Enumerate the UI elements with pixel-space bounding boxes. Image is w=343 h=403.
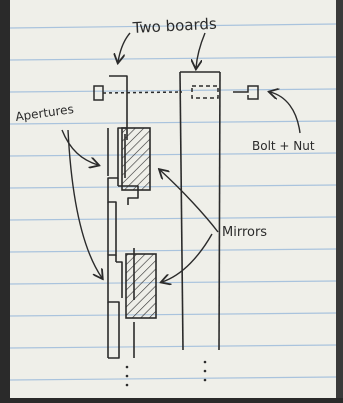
- photo-right-shadow: [336, 0, 343, 398]
- bolt-nut-label: Bolt + Nut: [252, 139, 315, 153]
- photo-left-shadow: [0, 0, 10, 398]
- mirror-upper: [122, 128, 150, 190]
- mirrors-label: Mirrors: [222, 225, 267, 240]
- mirror-lower: [126, 254, 156, 318]
